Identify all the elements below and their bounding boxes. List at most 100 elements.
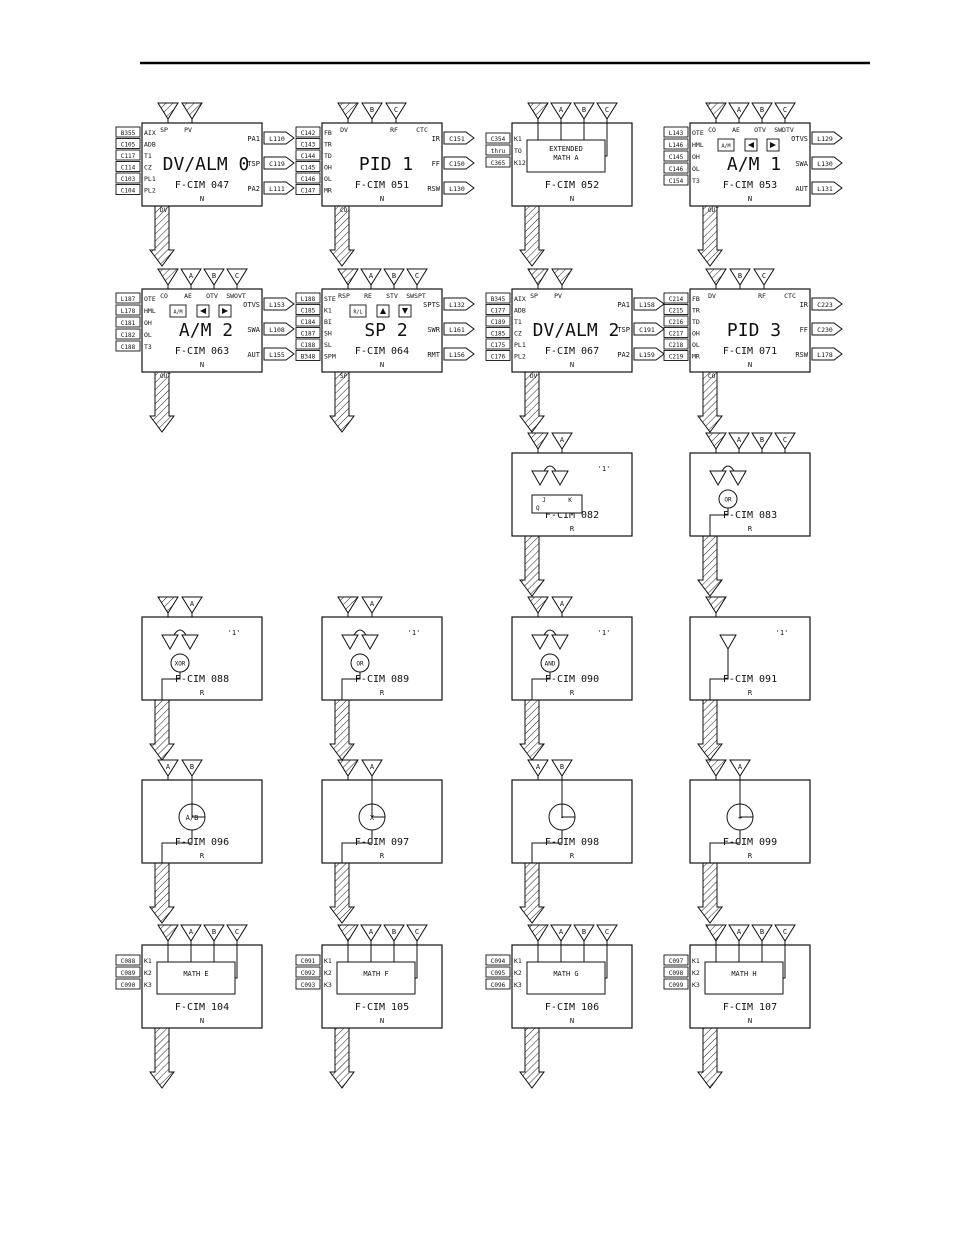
b071-input-2-letter: C	[762, 272, 766, 280]
b064-out-0-tag	[443, 297, 475, 311]
b064-title: SP 2	[364, 320, 407, 341]
b088-frame	[141, 616, 263, 701]
b089-fcim: F-CIM 089	[355, 674, 409, 685]
b064-ref-4: C188	[301, 342, 316, 349]
b098-input-1	[551, 759, 573, 777]
b064-out-1-label: SWR	[427, 326, 440, 334]
b053-top-3: SWDTV	[774, 126, 794, 134]
b051-top-1: RF	[390, 126, 398, 134]
b064-ref-box	[295, 315, 321, 327]
b096-input-1	[181, 759, 203, 777]
b047-fcim: F-CIM 047	[175, 180, 229, 191]
b064-input-3-letter: C	[415, 272, 419, 280]
b047-frame	[141, 122, 263, 207]
b082-fcim: F-CIM 082	[545, 510, 599, 521]
b053-input-3	[774, 102, 796, 120]
b051-out-0-label: IR	[432, 135, 441, 143]
b098-input-1-letter: B	[560, 763, 564, 771]
b051-out-1-label: FF	[432, 160, 440, 168]
b064-ref-3: C187	[301, 331, 316, 338]
b051-ref-box	[295, 161, 321, 172]
b096-fcim: F-CIM 096	[175, 837, 229, 848]
b106-input-1	[550, 924, 572, 942]
b064-out-2-label: RMT	[427, 351, 440, 359]
b107-math-box	[704, 961, 784, 995]
b052-math-title-0: EXTENDED	[549, 145, 583, 153]
b051-out-1-ref: C150	[449, 160, 465, 168]
b071-out-0-label: IR	[800, 301, 809, 309]
b051-in-5: MR	[324, 187, 332, 195]
b052-in-1: TO	[514, 147, 522, 155]
b106-input-3-letter: C	[605, 928, 609, 936]
b107-input-1-letter: A	[737, 928, 742, 936]
b106-input-1-letter: A	[559, 928, 564, 936]
b090-output-arrow	[519, 699, 545, 761]
b105-ref-box	[295, 978, 321, 990]
b053-in-0: OTE	[692, 129, 704, 137]
b063-out-0-ref: L153	[269, 301, 285, 309]
b067-ref-box	[485, 315, 511, 327]
b071-bottom: CO	[708, 373, 716, 380]
b053-title: A/M 1	[727, 154, 781, 175]
b052-input-1	[550, 102, 572, 120]
b098-fcim: F-CIM 098	[545, 837, 599, 848]
b089-gate-label: OR	[356, 661, 364, 668]
b052-input-3	[596, 102, 618, 120]
b064-top-3: SWSPT	[406, 292, 426, 300]
b063-top-2: OTV	[206, 292, 218, 300]
b071-ref-5: C219	[669, 354, 684, 361]
b064-input-3	[406, 268, 428, 286]
b083-input-3-letter: C	[783, 436, 787, 444]
b051-input-2	[385, 102, 407, 120]
b063-input-2	[203, 268, 225, 286]
b063-top-0: CO	[160, 292, 168, 300]
b105-wire-3	[415, 945, 418, 979]
b097-op-out	[341, 830, 373, 863]
b096-code: R	[200, 852, 205, 860]
b107-output-arrow	[697, 1027, 723, 1089]
b089-inv-1	[361, 634, 379, 651]
b064-am-box	[349, 304, 367, 318]
b052-ref-box	[485, 156, 511, 168]
b051-input-1	[361, 102, 383, 120]
b071-ref-4: C218	[669, 342, 684, 349]
b082-code: R	[570, 525, 575, 533]
b071-ref-0: C214	[669, 296, 684, 303]
b105-input-1	[360, 924, 382, 942]
b052-ref-2: C365	[491, 160, 506, 167]
b107-in-2: K3	[692, 981, 700, 989]
b105-input-3-letter: C	[415, 928, 419, 936]
b099-input-1	[729, 759, 751, 777]
b063-out-2-tag	[263, 347, 295, 361]
b051-code: N	[380, 195, 384, 203]
b053-ref-1: L146	[669, 142, 684, 149]
b051-ref-box	[295, 138, 321, 149]
b083-input-2-letter: B	[760, 436, 764, 444]
b090-inv-1	[551, 634, 569, 651]
b096-op-in	[191, 780, 205, 818]
b091-fcim: F-CIM 091	[723, 674, 777, 685]
b106-input-3	[596, 924, 618, 942]
b106-ref-2: C096	[491, 982, 506, 989]
b051-ref-4: C146	[301, 176, 316, 183]
b067-out-1-label: TSP	[617, 326, 630, 334]
b096-input-0	[157, 759, 179, 777]
b106-input-2	[573, 924, 595, 942]
b107-ref-1: C098	[669, 970, 684, 977]
b067-title: DV/ALM 2	[533, 320, 620, 341]
b063-in-3: OL	[144, 331, 152, 339]
b105-fcim: F-CIM 105	[355, 1002, 409, 1013]
b047-in-2: T1	[144, 152, 152, 160]
b047-top-0: SP	[160, 126, 168, 134]
b088-input-0	[157, 596, 179, 614]
b064-code: N	[380, 361, 384, 369]
b051-out-0-tag	[443, 131, 475, 145]
b082-j: J	[542, 497, 546, 504]
b090-jumper	[543, 629, 557, 636]
b063-input-1	[180, 268, 202, 286]
b071-ref-1: C215	[669, 308, 684, 315]
b088-jumper	[173, 629, 187, 636]
b088-fcim: F-CIM 088	[175, 674, 229, 685]
b047-ref-box	[115, 126, 141, 138]
